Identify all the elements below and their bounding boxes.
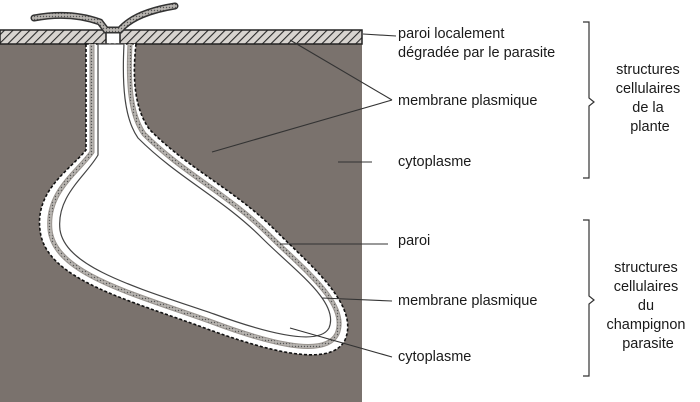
group-champignon-line-1: structures — [614, 260, 678, 276]
plant-wall-left — [0, 29, 107, 45]
fungal-cytoplasm-area — [59, 43, 332, 338]
group-champignon-line-5: parasite — [622, 336, 674, 352]
fungal-hypha-external-inner — [32, 4, 177, 32]
leader-membrane-plante-2 — [211, 99, 393, 153]
leader-membrane-plante-1 — [289, 39, 393, 101]
leader-membrane-champignon — [321, 297, 393, 302]
label-paroi-degradee-2: dégradée par le parasite — [398, 45, 555, 61]
label-cytoplasme-champignon: cytoplasme — [398, 349, 471, 365]
group-label-champignon: structures cellulaires du champignon par… — [606, 260, 689, 352]
group-champignon-line-2: cellulaires — [614, 279, 678, 295]
label-paroi-champignon: paroi — [398, 233, 430, 249]
label-paroi-degradee-1: paroi localement — [398, 26, 504, 42]
group-label-plante: structures cellulaires de la plante — [616, 62, 685, 135]
plant-wall-right — [119, 29, 363, 45]
brace-champignon — [583, 219, 595, 377]
group-plante-line-3: de la — [632, 100, 664, 116]
brace-plante — [583, 21, 595, 179]
group-plante-line-2: cellulaires — [616, 81, 680, 97]
label-membrane-plante: membrane plasmique — [398, 93, 537, 109]
group-plante-line-4: plante — [630, 119, 670, 135]
leader-cytoplasme-champignon — [289, 327, 393, 358]
label-cytoplasme-plante: cytoplasme — [398, 154, 471, 170]
group-plante-line-1: structures — [616, 62, 680, 78]
group-champignon-line-4: champignon — [606, 317, 685, 333]
leader-paroi-degradee — [362, 33, 397, 37]
label-membrane-champignon: membrane plasmique — [398, 293, 537, 309]
group-champignon-line-3: du — [638, 298, 654, 314]
